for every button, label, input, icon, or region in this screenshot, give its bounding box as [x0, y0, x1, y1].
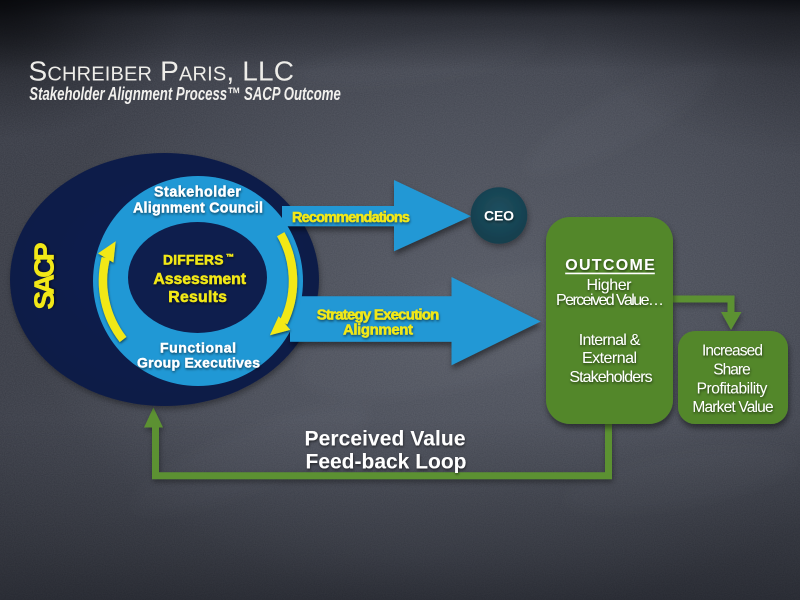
svg-text:Perceived Value…: Perceived Value… [556, 292, 664, 309]
svg-text:Higher: Higher [587, 277, 633, 294]
svg-text:Stakeholders: Stakeholders [569, 369, 652, 386]
svg-text:Share: Share [713, 362, 751, 379]
svg-text:Stakeholder Alignment Process™: Stakeholder Alignment Process™ SACP Outc… [29, 84, 341, 104]
svg-text:™: ™ [226, 253, 234, 262]
svg-text:Strategy Execution: Strategy Execution [317, 307, 440, 324]
svg-text:Recommendations: Recommendations [292, 210, 410, 226]
svg-text:External: External [582, 350, 637, 367]
svg-text:OUTCOME: OUTCOME [565, 257, 655, 274]
svg-text:Results: Results [168, 289, 227, 306]
svg-text:Assessment: Assessment [153, 271, 246, 288]
svg-text:Internal &: Internal & [579, 332, 641, 349]
svg-text:Schreiber Paris, LLC: Schreiber Paris, LLC [29, 56, 295, 87]
svg-text:Functional: Functional [160, 340, 236, 356]
svg-text:DIFFERS: DIFFERS [163, 252, 223, 267]
svg-text:Group Executives: Group Executives [137, 355, 260, 371]
svg-text:Profitability: Profitability [697, 381, 768, 398]
svg-text:Increased: Increased [702, 342, 763, 359]
svg-text:Perceived Value: Perceived Value [305, 427, 466, 450]
svg-text:CEO: CEO [484, 207, 514, 223]
svg-text:Alignment Council: Alignment Council [133, 201, 263, 217]
svg-text:SACP: SACP [29, 243, 60, 310]
svg-text:Feed-back Loop: Feed-back Loop [306, 451, 467, 474]
svg-text:Market Value: Market Value [692, 399, 773, 416]
svg-text:Alignment: Alignment [343, 322, 413, 339]
svg-text:Stakeholder: Stakeholder [154, 185, 241, 201]
